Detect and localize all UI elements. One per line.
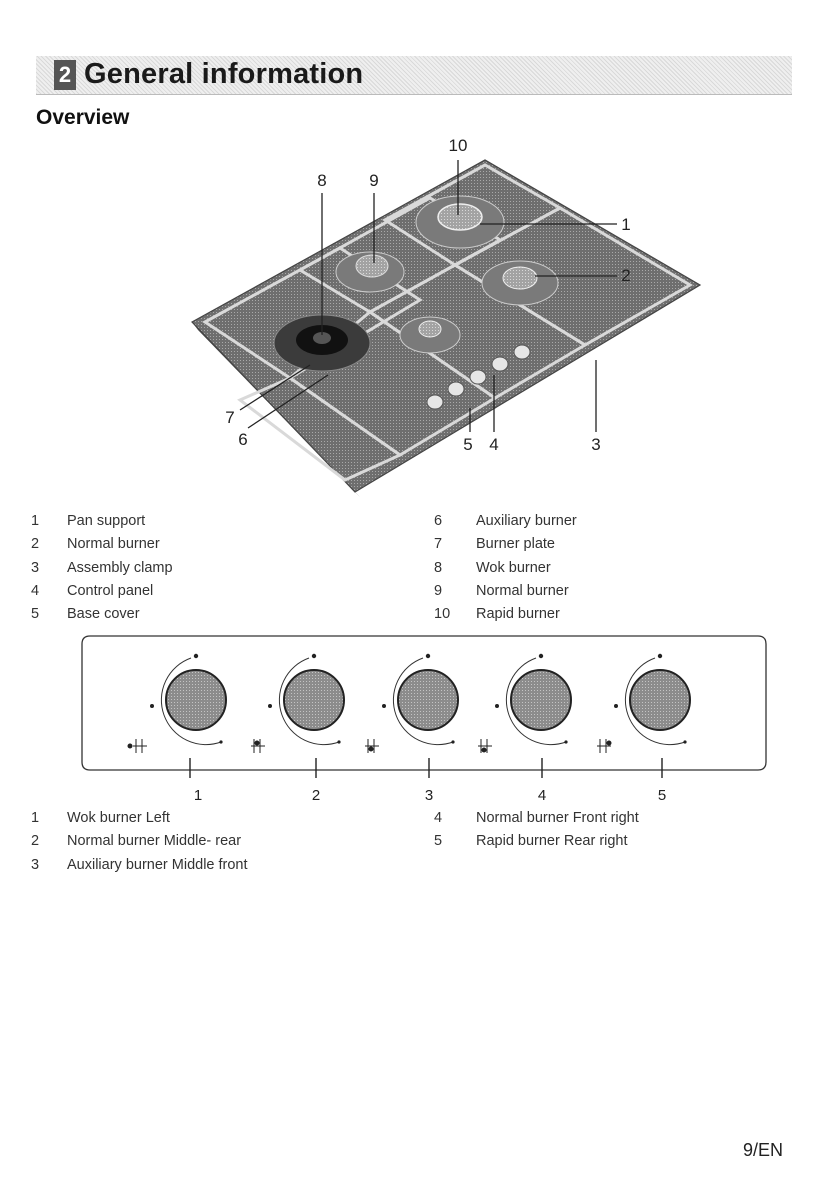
knob-callout-4: 4 — [538, 787, 546, 800]
chapter-header-bar: 2 General information — [36, 56, 792, 95]
callout-leader-lines — [239, 160, 617, 432]
callout-7: 7 — [225, 408, 234, 427]
control-panel-illustration: 1 2 3 4 5 — [81, 635, 767, 800]
callout-4: 4 — [489, 435, 498, 454]
normal-burner-front-shape — [481, 260, 559, 306]
burner-knob — [597, 653, 691, 753]
normal-burner-rear-shape — [335, 251, 405, 293]
burner-knob — [127, 653, 227, 753]
knob-callout-numbers: 1 2 3 4 5 — [194, 787, 666, 800]
knob-leader-lines — [189, 758, 663, 778]
callout-10: 10 — [449, 136, 468, 155]
knob-callout-5: 5 — [658, 787, 666, 800]
diagram-callout-numbers: 10 8 9 1 2 7 6 5 4 3 — [225, 136, 630, 454]
callout-1: 1 — [621, 215, 630, 234]
knob-callout-1: 1 — [194, 787, 202, 800]
callout-3: 3 — [591, 435, 600, 454]
burner-knob — [478, 653, 572, 753]
auxiliary-burner-shape — [399, 316, 461, 354]
burner-knob — [365, 653, 459, 753]
chapter-title: General information — [84, 58, 364, 90]
hob-overview-illustration: 10 8 9 1 2 7 6 5 4 3 — [191, 136, 702, 497]
chapter-number-badge: 2 — [54, 60, 76, 90]
page-number: 9/EN — [742, 1140, 783, 1160]
callout-6: 6 — [238, 430, 247, 449]
section-title: Overview — [36, 106, 130, 129]
control-panel-frame — [81, 635, 767, 771]
pan-support-grid — [202, 163, 693, 482]
callout-8: 8 — [317, 171, 326, 190]
knob-callout-2: 2 — [312, 787, 320, 800]
control-knobs — [426, 344, 531, 410]
burner-knob — [251, 653, 345, 753]
rapid-burner-shape — [415, 195, 505, 249]
knob-callout-3: 3 — [425, 787, 433, 800]
callout-9: 9 — [369, 171, 378, 190]
callout-5: 5 — [463, 435, 472, 454]
callout-2: 2 — [621, 266, 630, 285]
